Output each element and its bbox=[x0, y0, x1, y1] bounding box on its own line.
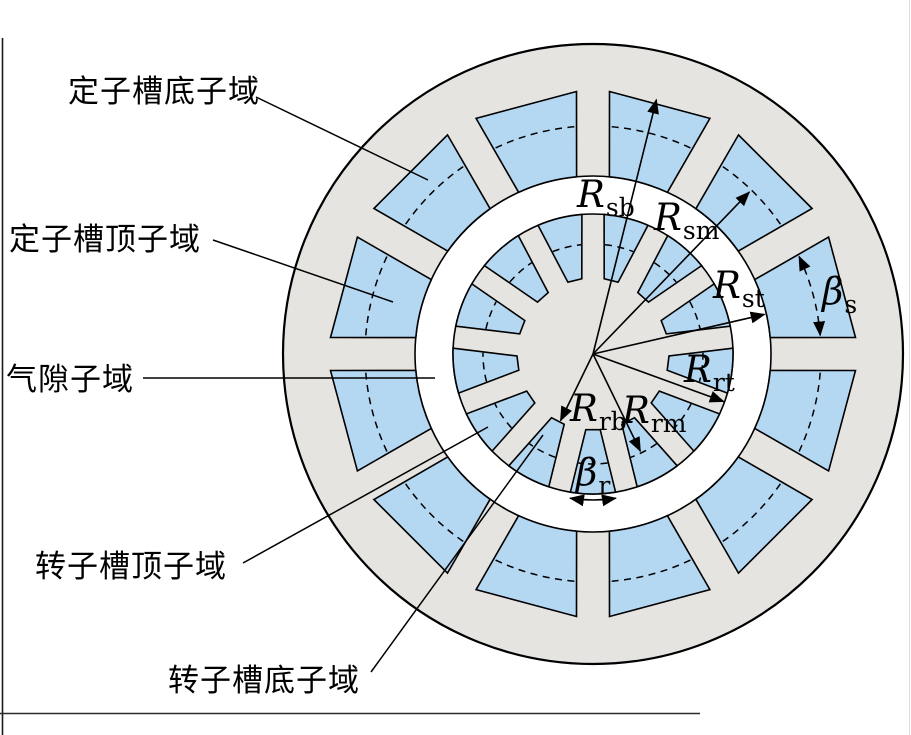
leader-stator-slot-bottom bbox=[255, 96, 429, 181]
stator-slot bbox=[329, 235, 433, 339]
radius-arrows-group bbox=[559, 98, 766, 453]
rotor-slot-middle-dashed-arc bbox=[482, 352, 488, 382]
symbol-R-rm: Rrm bbox=[621, 389, 687, 438]
stator-slots-group bbox=[329, 90, 857, 618]
rotor-slot-middle-dashed-arc bbox=[485, 301, 497, 330]
rotor-slot-middle-dashed-arc bbox=[509, 262, 533, 283]
label-air-gap: 气隙子域 bbox=[6, 362, 134, 397]
stator-slot bbox=[329, 369, 433, 473]
beta-s-arrow bbox=[798, 255, 826, 337]
rotor-slot bbox=[666, 347, 734, 395]
rotor-slot-middle-dashed-arc bbox=[552, 243, 582, 253]
rotor-slot bbox=[536, 213, 583, 284]
rotor-slot bbox=[660, 282, 732, 335]
label-leader-lines bbox=[143, 96, 544, 673]
label-rotor-slot-top: 转子槽顶子域 bbox=[35, 549, 227, 584]
stator-slot-middle-dashed-arc bbox=[495, 126, 575, 149]
stator-slot-middle-dashed-arc bbox=[722, 483, 782, 543]
leader-rotor-slot-bottom bbox=[370, 434, 544, 673]
symbol-R-sb: Rsb bbox=[576, 173, 635, 222]
R-sb-arrow bbox=[592, 98, 659, 355]
label-stator-slot-bottom: 定子槽底子域 bbox=[68, 74, 260, 109]
rotor-slot bbox=[636, 234, 703, 304]
stator-slot-middle-dashed-arc bbox=[722, 165, 782, 225]
rotor-slot-middle-dashed-arc bbox=[528, 443, 556, 459]
R-rb-arrow bbox=[559, 353, 594, 422]
rotor-slots-group bbox=[452, 213, 734, 495]
rotor-slot bbox=[650, 390, 721, 453]
rotor-slot bbox=[569, 428, 617, 495]
stator-slot-middle-dashed-arc bbox=[495, 559, 575, 582]
leader-stator-slot-top bbox=[212, 239, 394, 303]
rotor-slot bbox=[454, 282, 526, 335]
stator-slot-middle-dashed-arc bbox=[611, 559, 691, 582]
rotor-slot-middle-dashed-arc bbox=[653, 262, 677, 283]
symbol-R-rb: Rrb bbox=[569, 387, 627, 436]
stator-slot-middle-dashed-arc bbox=[798, 372, 821, 452]
R-rt-arrow bbox=[592, 353, 725, 403]
stator-slot bbox=[753, 369, 857, 473]
symbol-R-sm: Rsm bbox=[653, 196, 720, 245]
rotor-slot bbox=[483, 234, 550, 304]
R-sm-arrow bbox=[592, 191, 751, 355]
symbol-beta-r: βr bbox=[574, 451, 610, 500]
label-stator-slot-top: 定子槽顶子域 bbox=[9, 222, 201, 257]
beta-angle-arrows-group bbox=[569, 255, 826, 507]
rotor-slot-middle-dashed-arc bbox=[578, 462, 608, 465]
stator-slot bbox=[608, 514, 712, 618]
rotor-slot bbox=[452, 347, 520, 395]
symbol-R-st: Rst bbox=[712, 264, 765, 313]
leader-rotor-slot-top bbox=[242, 426, 489, 564]
label-rotor-slot-bottom: 转子槽底子域 bbox=[168, 663, 360, 698]
rotor-slot-middle-dashed-arc bbox=[673, 403, 692, 429]
stator-slot-middle-dashed-arc bbox=[611, 126, 691, 149]
stator-slot bbox=[474, 514, 578, 618]
symbol-beta-s: βs bbox=[820, 270, 857, 319]
rotor-slot-middle-dashed-arc bbox=[630, 443, 658, 459]
rotor-slot-middle-dashed-arc bbox=[494, 403, 513, 429]
stator-slot-middle-dashed-arc bbox=[404, 483, 464, 543]
beta-r-arrow bbox=[569, 494, 617, 507]
stator-slot bbox=[474, 90, 578, 194]
R-rm-arrow bbox=[592, 353, 642, 453]
stator-slot-middle-dashed-arc bbox=[404, 165, 464, 225]
symbol-R-rt: Rrt bbox=[683, 348, 735, 397]
stator-slot bbox=[608, 90, 712, 194]
slot-middle-dashed-arcs bbox=[365, 126, 821, 582]
R-st-arrow bbox=[592, 311, 766, 355]
rotor-slot bbox=[465, 390, 536, 453]
rotor-slot-middle-dashed-arc bbox=[698, 352, 704, 382]
